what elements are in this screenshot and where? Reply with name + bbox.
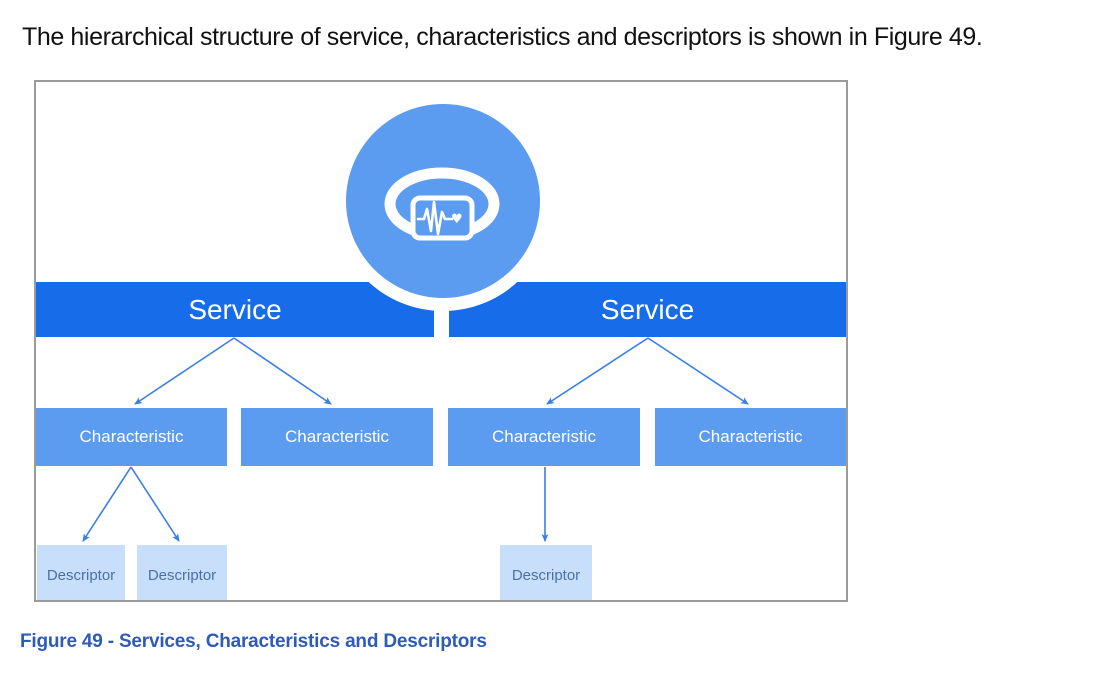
arrow-service2-char4: [647, 337, 749, 405]
arrow-char1-desc2: [130, 466, 180, 542]
characteristic-box-1: Characteristic: [36, 408, 227, 466]
arrow-service1-char2: [233, 337, 332, 405]
figure-caption: Figure 49 - Services, Characteristics an…: [20, 631, 487, 652]
device-circle: [346, 104, 540, 298]
watch-face-icon: [410, 195, 475, 241]
characteristic-label-1: Characteristic: [79, 427, 184, 446]
descriptor-label-1: Descriptor: [46, 566, 116, 584]
descriptor-box-2: Descriptor: [137, 545, 227, 600]
intro-paragraph: The hierarchical structure of service, c…: [22, 23, 983, 51]
figure-panel: Service Service Characteristic Character…: [34, 80, 848, 602]
device-circle-ring: [333, 91, 553, 311]
characteristic-label-4: Characteristic: [698, 427, 803, 446]
characteristic-box-4: Characteristic: [655, 408, 846, 466]
characteristic-box-2: Characteristic: [241, 408, 433, 466]
service-label-2: Service: [600, 293, 695, 325]
characteristic1-arrows: [82, 466, 180, 542]
arrow-service1-char1: [134, 337, 235, 405]
service-box-2: Service: [449, 282, 846, 337]
wristband-icon: [384, 167, 500, 241]
service1-arrows: [134, 337, 332, 405]
service-label-1: Service: [188, 293, 282, 325]
descriptor-label-3: Descriptor: [511, 566, 581, 584]
descriptor-box-3: Descriptor: [500, 545, 592, 600]
service2-arrows: [546, 337, 749, 405]
diagram-overlay: ♥: [82, 91, 749, 542]
arrow-char1-desc1: [82, 466, 132, 542]
fitness-tracker-icon: ♥: [384, 167, 500, 241]
heart-icon: ♥: [451, 212, 463, 227]
characteristic-label-2: Characteristic: [285, 427, 389, 446]
descriptor-label-2: Descriptor: [147, 566, 217, 584]
ecg-waveform-icon: [416, 200, 454, 236]
service-box-1: Service: [36, 282, 434, 337]
arrow-service2-char3: [546, 337, 649, 405]
characteristic-label-3: Characteristic: [492, 427, 596, 446]
characteristic-box-3: Characteristic: [448, 408, 640, 466]
descriptor-box-1: Descriptor: [37, 545, 125, 600]
